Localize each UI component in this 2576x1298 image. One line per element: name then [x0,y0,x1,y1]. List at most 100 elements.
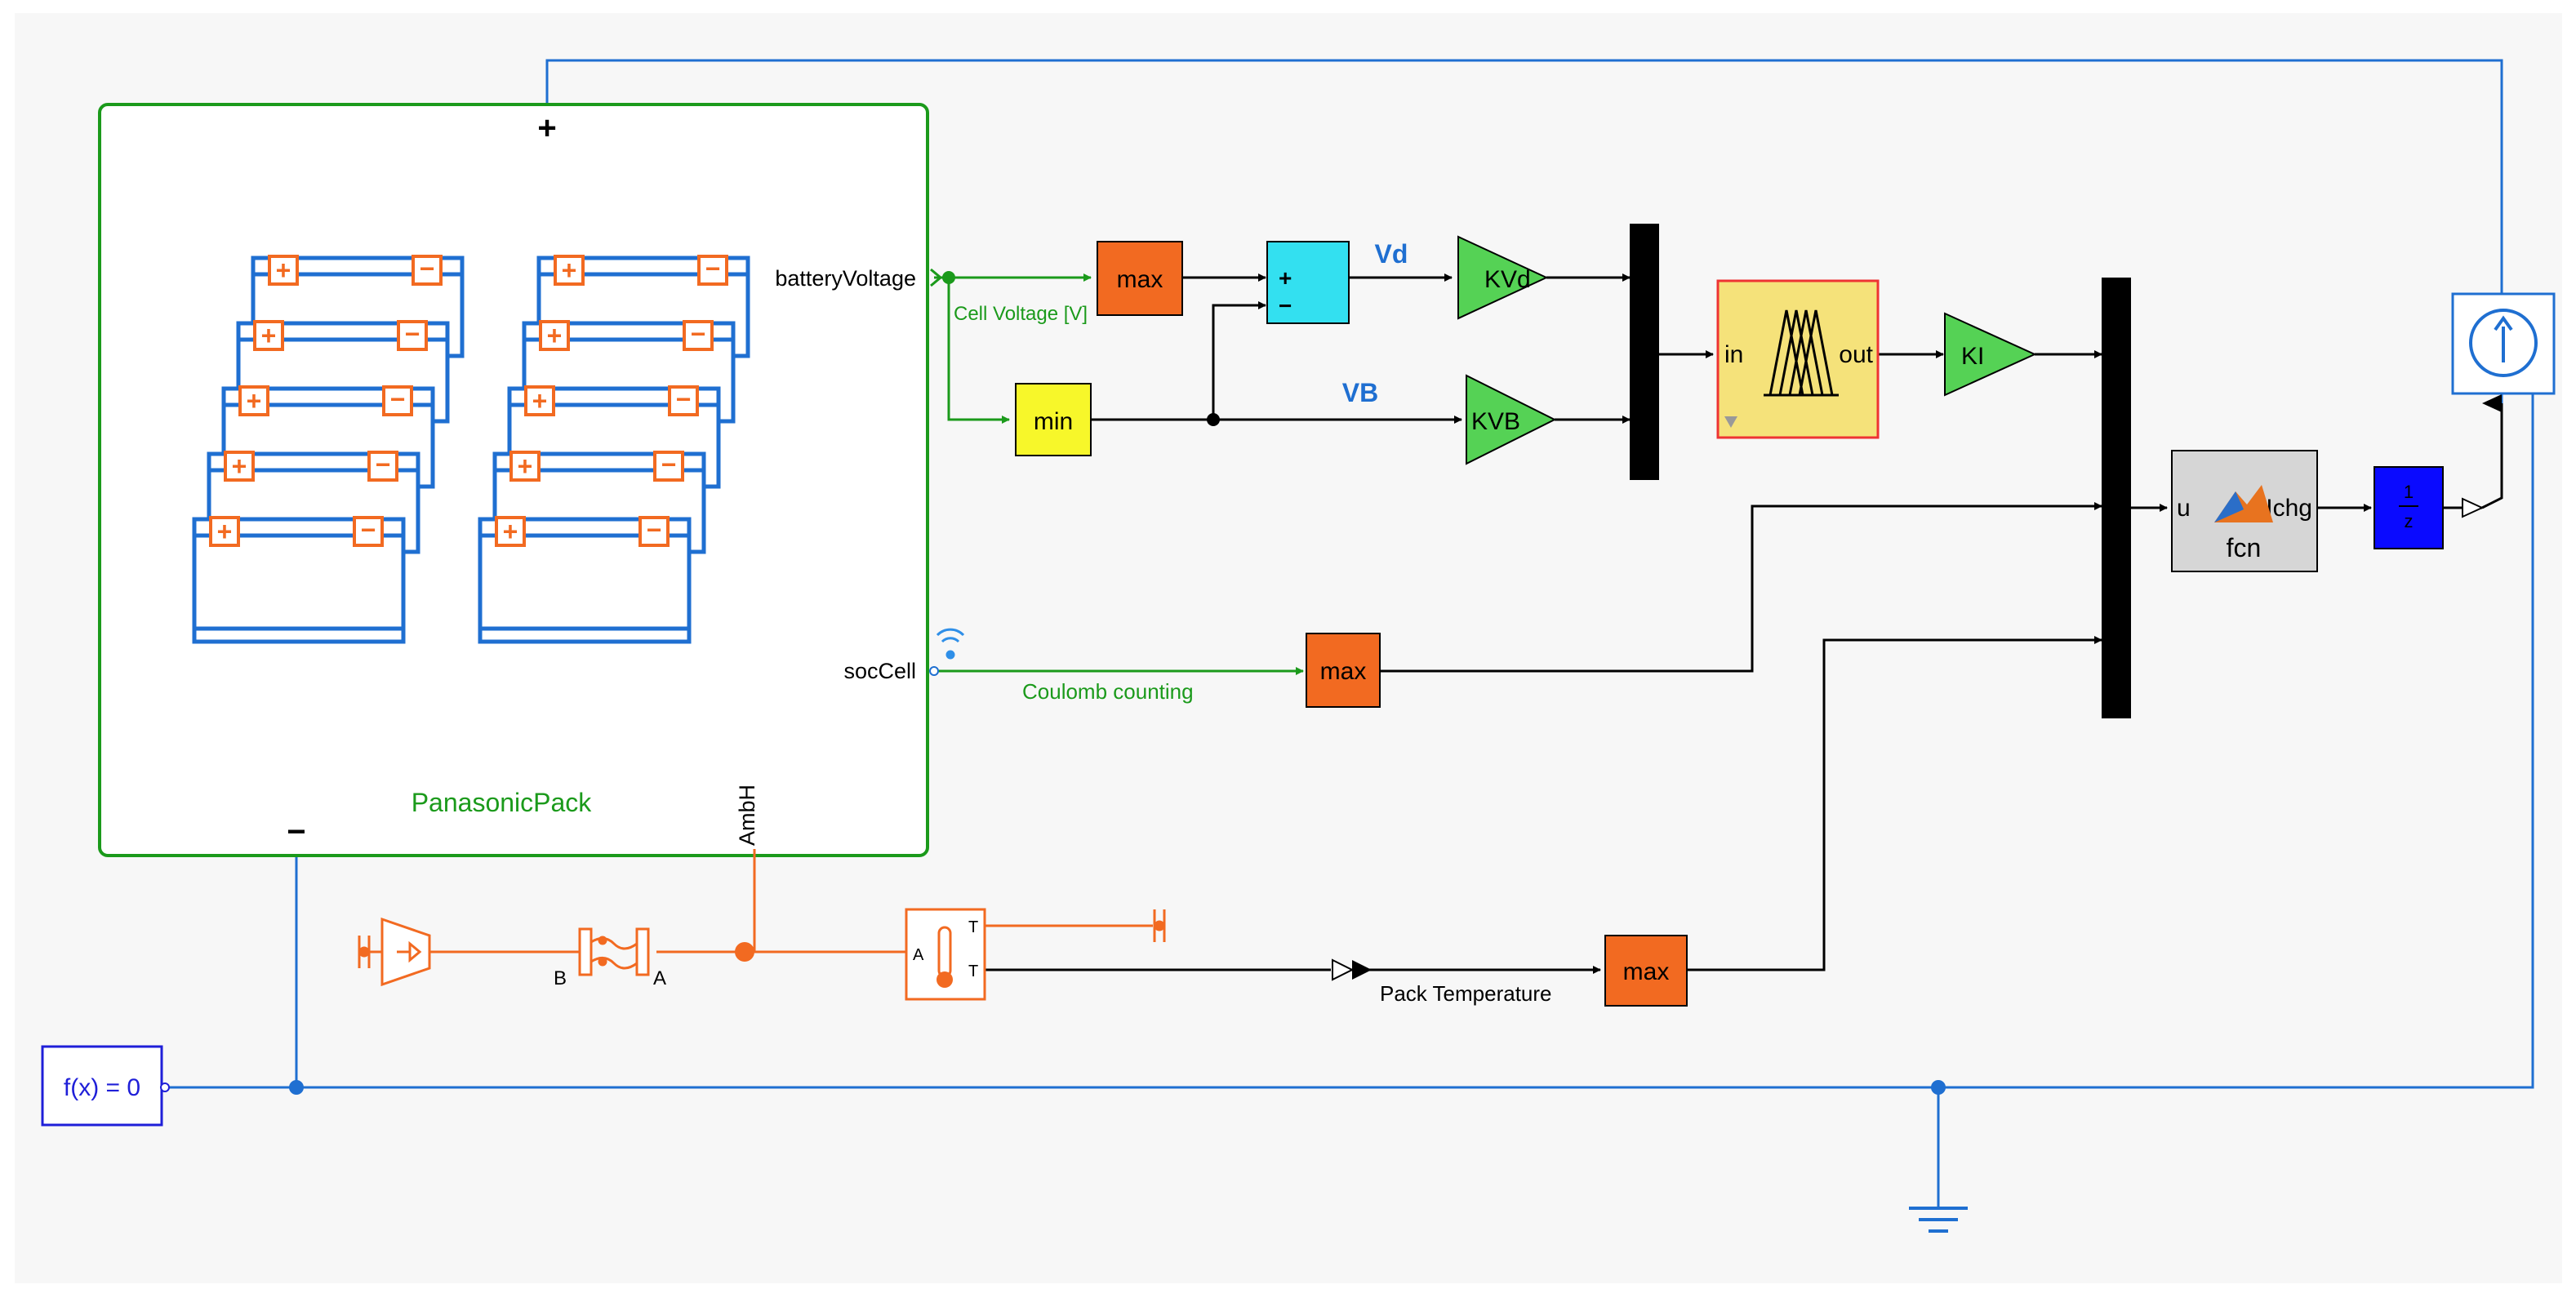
max-voltage-block[interactable]: max [1097,241,1183,316]
svg-text:−: − [390,385,406,414]
svg-text:−: − [1279,293,1292,318]
battery-pack-block[interactable]: + − PanasonicPack batteryVoltage socCell… [98,103,929,857]
port-arrow-voltage [930,268,943,287]
convective-heat-transfer-block[interactable] [578,927,650,976]
gain-kvd-block[interactable]: KVd [1457,235,1549,320]
svg-text:in: in [1724,341,1743,368]
black-signal-wires [985,273,2503,971]
junction-min [1207,413,1220,426]
junction-ground [1931,1080,1946,1095]
mux-1-block[interactable] [1630,224,1659,480]
green-signal-wires [934,273,1304,675]
sum-block[interactable]: + − [1266,241,1350,324]
min-voltage-block[interactable]: min [1015,383,1092,456]
svg-text:+: + [276,256,291,285]
wire-ground-bus[interactable] [165,390,2534,1089]
svg-text:f(x) = 0: f(x) = 0 [64,1074,140,1101]
signal-label-coulomb-counting: Coulomb counting [1022,679,1194,704]
mux-2-block[interactable] [2102,278,2131,718]
svg-text:max: max [1117,266,1163,293]
signal-label-pack-temperature: Pack Temperature [1380,981,1552,1006]
svg-text:KVB: KVB [1471,408,1520,435]
pack-name-label: PanasonicPack [412,788,593,817]
goto-pack-temp-arrow [1332,958,1355,981]
svg-text:+: + [247,386,262,416]
wire-tempmax-to-mux2[interactable] [1687,636,2102,971]
svg-text:A: A [913,946,924,964]
thermal-port-b-label: B [554,967,567,989]
port-label-battery-voltage: batteryVoltage [775,266,916,291]
svg-text:+: + [1279,265,1292,291]
thermal-reference-left [358,936,371,968]
discrete-transfer-fcn-block[interactable]: 1 z [2374,466,2444,549]
membership-functions-icon [1764,309,1839,397]
temperature-sensor-block[interactable]: A T T [905,908,986,1001]
wire-voltage-to-min[interactable] [947,278,1010,424]
wire-min-to-sum[interactable] [1091,301,1266,421]
solver-configuration-block[interactable]: f(x) = 0 [41,1045,170,1127]
pack-positive-terminal: + [537,110,556,146]
wire-positive-loop[interactable] [545,59,2503,296]
port-label-ambh: AmbH [735,785,759,846]
svg-text:u: u [2177,495,2191,522]
svg-text:fcn: fcn [2227,533,2262,562]
svg-text:+: + [532,386,548,416]
svg-text:−: − [405,319,420,349]
cell-terminal-signs: + − + − + − + − + − + − + − + − + − + − [217,254,721,546]
electrical-reference-ground [1909,1207,1968,1233]
gain-kvb-block[interactable]: KVB [1466,374,1557,465]
svg-text:T: T [968,918,978,936]
svg-text:+: + [232,451,247,481]
fuzzy-logic-controller-block[interactable]: in out [1716,279,1880,439]
svg-text:+: + [547,321,563,350]
svg-text:KI: KI [1961,343,1984,370]
max-soc-block[interactable]: max [1306,633,1381,708]
goto-pack-temp-arrow2 [1352,960,1372,980]
svg-text:KVd: KVd [1484,266,1531,293]
svg-text:1: 1 [2404,482,2414,502]
svg-text:out: out [1839,341,1873,368]
svg-text:−: − [691,319,706,349]
svg-text:Ichg: Ichg [2266,495,2312,522]
thermal-junction [735,942,754,962]
svg-text:−: − [676,385,692,414]
junction-negative [289,1080,304,1095]
svg-text:−: − [705,254,721,283]
svg-text:+: + [518,451,533,481]
svg-text:+: + [562,256,577,285]
svg-text:−: − [647,515,662,545]
svg-text:min: min [1034,408,1073,435]
signal-label-vb: VB [1342,378,1378,407]
matlab-function-block[interactable]: u Ichg fcn [2171,450,2318,572]
thermal-port-a-label: A [653,967,666,989]
pack-negative-terminal: − [287,814,305,850]
svg-text:+: + [503,517,518,546]
svg-text:+: + [217,517,233,546]
controlled-current-source-block[interactable] [2451,292,2556,395]
heat-flow-source-block[interactable] [380,917,431,987]
port-soc [929,666,939,676]
wire-to-current-source[interactable] [2481,394,2503,509]
svg-text:max: max [1320,658,1367,685]
svg-text:−: − [420,254,435,283]
fuzzy-expand-icon [1724,416,1737,428]
wireless-icon [936,628,965,660]
svg-text:+: + [261,321,277,350]
wire-socmax-to-mux2[interactable] [1380,502,2102,673]
svg-text:z: z [2405,511,2414,531]
svg-text:−: − [661,450,677,479]
port-label-soc-cell: socCell [843,659,916,683]
cell-terminals [209,255,728,547]
signal-label-cell-voltage: Cell Voltage [V] [954,303,1088,325]
svg-text:−: − [376,450,391,479]
gain-ki-block[interactable]: KI [1944,312,2037,397]
junction-voltage [942,271,955,284]
current-source-icon [2469,309,2538,377]
thermal-reference-right [1153,909,1166,942]
svg-text:T: T [968,962,978,980]
signal-label-vd: Vd [1375,239,1408,269]
matlab-logo-icon [2214,485,2273,522]
max-temp-block[interactable]: max [1604,935,1688,1007]
svg-text:−: − [361,515,376,545]
